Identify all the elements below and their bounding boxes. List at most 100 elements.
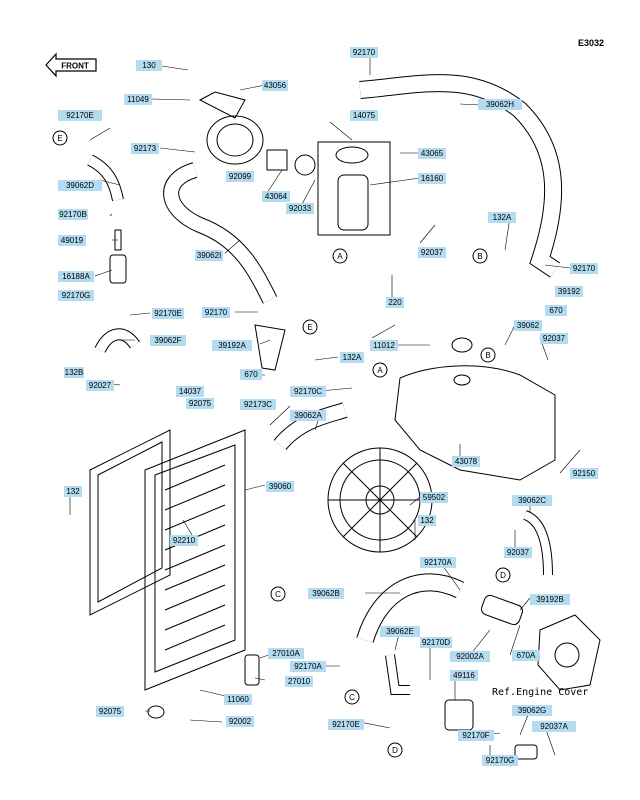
part-label-92033[interactable]: 92033 [286,203,314,214]
part-label-92170e[interactable]: 92170E [328,719,364,730]
fitting-49116 [444,699,474,731]
callout-b-text-1: B [477,252,482,261]
part-label-43065[interactable]: 43065 [418,148,446,159]
part-label-43056[interactable]: 43056 [262,80,288,91]
callout-e-text-2: E [307,323,312,332]
callout-b-2 [480,347,496,363]
part-label-130[interactable]: 130 [136,60,162,71]
part-label-39062f[interactable]: 39062F [150,335,186,346]
part-label-92170g[interactable]: 92170G [482,755,518,766]
radiator-shroud [89,429,171,616]
part-label-43064[interactable]: 43064 [262,191,290,202]
part-label-92037[interactable]: 92037 [540,333,568,344]
part-label-92027[interactable]: 92027 [86,380,114,391]
part-label-27010[interactable]: 27010 [285,676,313,687]
part-label-92170e[interactable]: 92170E [152,308,184,319]
part-label-39062i[interactable]: 39062I [195,250,223,261]
part-label-11012[interactable]: 11012 [370,340,398,351]
part-label-92170e[interactable]: 92170E [58,110,102,121]
part-label-39062g[interactable]: 39062G [512,705,552,716]
part-label-670[interactable]: 670 [545,305,567,316]
diagram-code: E3032 [578,38,605,48]
part-label-670[interactable]: 670 [240,369,262,380]
part-label-39062h[interactable]: 39062H [478,99,522,110]
part-label-92173c[interactable]: 92173C [240,399,276,410]
fitting-39192a [254,324,286,371]
part-label-92170a[interactable]: 92170A [420,557,456,568]
part-label-11049[interactable]: 11049 [124,94,152,105]
plug-92075 [147,705,165,719]
filler-box [317,141,391,236]
callout-a-2 [372,362,388,378]
callout-a-1 [332,248,348,264]
front-arrow-icon: FRONT [45,52,97,78]
part-label-132a[interactable]: 132A [488,212,516,223]
part-label-39062d[interactable]: 39062D [58,180,102,191]
reference-note: Ref.Engine Cover [492,687,589,698]
pump-pipe [480,594,524,626]
part-label-49019[interactable]: 49019 [58,235,86,246]
part-label-92173[interactable]: 92173 [131,143,159,154]
part-label-39062c[interactable]: 39062C [512,495,552,506]
thermostat-housing [206,115,264,165]
part-label-92170b[interactable]: 92170B [58,209,88,220]
part-label-92037[interactable]: 92037 [504,547,532,558]
part-label-92170a[interactable]: 92170A [290,661,326,672]
part-label-43078[interactable]: 43078 [452,456,480,467]
part-label-39062e[interactable]: 39062E [380,626,420,637]
fitting-16188a [109,254,127,284]
callout-d-text-1: D [500,571,506,580]
part-label-132a[interactable]: 132A [340,352,364,363]
callout-e-text-1: E [57,134,62,143]
part-label-92210[interactable]: 92210 [170,535,198,546]
part-label-92170[interactable]: 92170 [570,263,598,274]
part-label-11060[interactable]: 11060 [224,694,252,705]
callout-c-text-1: C [275,590,281,599]
part-label-220[interactable]: 220 [386,297,404,308]
part-label-92075[interactable]: 92075 [186,398,214,409]
part-label-92170d[interactable]: 92170D [420,637,452,648]
callout-d-1 [495,567,511,583]
engine-cover [537,614,601,691]
part-label-14037[interactable]: 14037 [176,386,204,397]
part-label-92170g[interactable]: 92170G [58,290,94,301]
callout-d-2 [387,742,403,758]
part-label-92037[interactable]: 92037 [418,247,446,258]
part-label-670a[interactable]: 670A [512,650,540,661]
reservoir-tank [394,365,556,481]
part-label-59502[interactable]: 59502 [420,492,448,503]
part-label-16188a[interactable]: 16188A [58,271,94,282]
part-label-92170[interactable]: 92170 [202,307,230,318]
part-label-92002[interactable]: 92002 [226,716,254,727]
callout-a-text-1: A [337,252,343,261]
part-label-14075[interactable]: 14075 [350,110,378,121]
part-label-39062b[interactable]: 39062B [308,588,344,599]
part-label-92037a[interactable]: 92037A [532,721,576,732]
part-label-39062[interactable]: 39062 [514,320,542,331]
callout-e-2 [302,319,318,335]
part-label-92170[interactable]: 92170 [350,47,378,58]
part-label-92150[interactable]: 92150 [570,468,598,479]
callout-c-1 [270,586,286,602]
part-label-92170c[interactable]: 92170C [290,386,326,397]
part-label-92170f[interactable]: 92170F [458,730,494,741]
part-label-39192a[interactable]: 39192A [212,340,252,351]
part-label-39192[interactable]: 39192 [555,286,583,297]
part-label-92002a[interactable]: 92002A [450,651,490,662]
part-label-132b[interactable]: 132B [64,367,84,378]
part-label-39062a[interactable]: 39062A [290,410,326,421]
part-label-27010a[interactable]: 27010A [268,648,304,659]
part-label-132[interactable]: 132 [64,486,82,497]
radiator-core [144,429,246,691]
callout-b-text-2: B [485,351,490,360]
front-label: FRONT [61,62,89,71]
part-label-39192b[interactable]: 39192B [530,594,570,605]
part-label-49116[interactable]: 49116 [450,670,478,681]
part-label-92075[interactable]: 92075 [96,706,124,717]
part-label-16160[interactable]: 16160 [418,173,446,184]
part-label-132[interactable]: 132 [418,515,436,526]
part-label-92099[interactable]: 92099 [226,171,254,182]
callout-c-text-2: C [349,693,355,702]
part-label-39060[interactable]: 39060 [266,481,294,492]
